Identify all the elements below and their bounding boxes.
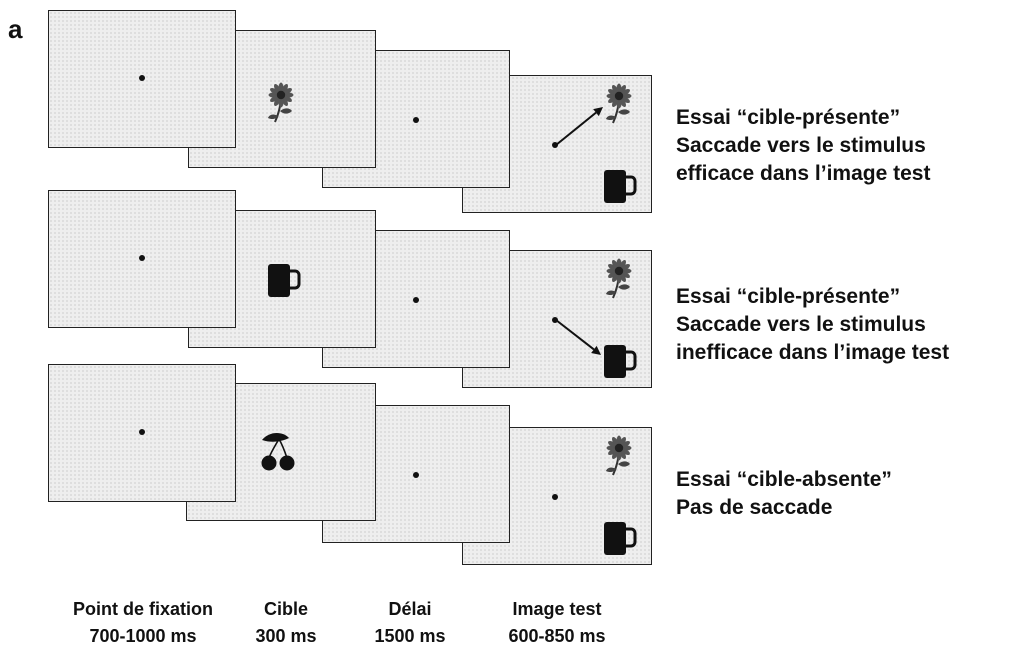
- row-1-line-1: Essai “cible-présente”: [676, 106, 901, 129]
- timeline-test: Image test 600-850 ms: [482, 596, 632, 650]
- row-1-line-2: Saccade vers le stimulus: [676, 134, 926, 157]
- row-3-fixation-frame: [48, 364, 236, 502]
- timeline-fixation-duration: 700-1000 ms: [89, 626, 197, 646]
- mug-icon: [267, 261, 301, 304]
- fixation-dot: [413, 297, 419, 303]
- row-1-line-3: efficace dans l’image test: [676, 162, 931, 185]
- timeline-cue: Cible 300 ms: [236, 596, 336, 650]
- timeline-fixation: Point de fixation 700-1000 ms: [38, 596, 248, 650]
- mug-icon: [603, 342, 637, 385]
- row-1-description: Essai “cible-présente” Saccade vers le s…: [676, 104, 930, 188]
- row-3-line-1: Essai “cible-absente”: [676, 468, 892, 491]
- timeline-delay: Délai 1500 ms: [360, 596, 460, 650]
- fixation-dot: [139, 255, 145, 261]
- saccade-arrow: [555, 319, 601, 355]
- fixation-dot: [552, 142, 558, 148]
- fixation-dot: [413, 117, 419, 123]
- row-3-description: Essai “cible-absente” Pas de saccade: [676, 466, 892, 522]
- flower-icon: [605, 434, 633, 481]
- timeline-cue-duration: 300 ms: [255, 626, 317, 646]
- flower-icon: [605, 82, 633, 129]
- row-2-fixation-frame: [48, 190, 236, 328]
- flower-icon: [267, 81, 295, 128]
- fixation-dot: [413, 472, 419, 478]
- timeline-cue-name: Cible: [263, 599, 308, 619]
- timeline-fixation-name: Point de fixation: [72, 599, 213, 619]
- flower-icon: [605, 257, 633, 304]
- fixation-dot: [139, 75, 145, 81]
- row-2-line-3: inefficace dans l’image test: [676, 341, 950, 364]
- mug-icon: [603, 167, 637, 210]
- row-2-description: Essai “cible-présente” Saccade vers le s…: [676, 283, 949, 367]
- row-1-fixation-frame: [48, 10, 236, 148]
- timeline-delay-duration: 1500 ms: [374, 626, 446, 646]
- mug-icon: [603, 519, 637, 562]
- row-2-line-1: Essai “cible-présente”: [676, 285, 901, 308]
- timeline-test-name: Image test: [512, 599, 602, 619]
- timeline-test-duration: 600-850 ms: [508, 626, 606, 646]
- timeline-delay-name: Délai: [388, 599, 432, 619]
- row-2-line-2: Saccade vers le stimulus: [676, 313, 926, 336]
- fixation-dot: [552, 317, 558, 323]
- cherries-icon: [259, 430, 299, 477]
- row-3-line-2: Pas de saccade: [676, 496, 833, 519]
- fixation-dot: [552, 494, 558, 500]
- fixation-dot: [139, 429, 145, 435]
- saccade-arrow: [555, 107, 603, 146]
- panel-label: a: [8, 14, 23, 44]
